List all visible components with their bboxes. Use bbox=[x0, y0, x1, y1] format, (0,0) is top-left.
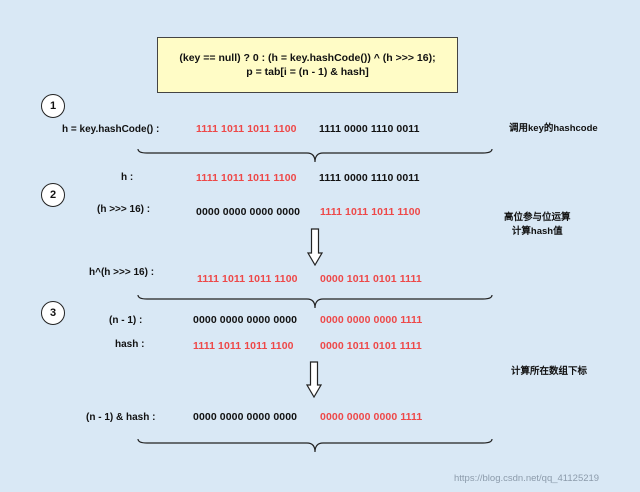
hash-high-bits: 1111 1011 1011 1100 bbox=[193, 340, 294, 352]
brace-3 bbox=[137, 438, 493, 453]
brace-1 bbox=[137, 148, 493, 163]
hash-label: hash : bbox=[115, 339, 145, 350]
n-minus-1-label: (n - 1) : bbox=[109, 315, 143, 326]
h-high-bits: 1111 1011 1011 1100 bbox=[196, 172, 297, 184]
h-label: h : bbox=[121, 172, 134, 183]
n-minus-1-high-bits: 0000 0000 0000 0000 bbox=[193, 314, 298, 326]
index-note: 计算所在数组下标 bbox=[511, 366, 588, 377]
shift-high-bits: 0000 0000 0000 0000 bbox=[196, 206, 301, 218]
shift-low-bits: 1111 1011 1011 1100 bbox=[320, 206, 421, 218]
result-high-bits: 0000 0000 0000 0000 bbox=[193, 411, 298, 423]
xor-low-bits: 0000 1011 0101 1111 bbox=[320, 273, 422, 285]
brace-2 bbox=[137, 294, 493, 309]
formula-line-1: (key == null) ? 0 : (h = key.hashCode())… bbox=[179, 52, 436, 64]
down-arrow-2-icon bbox=[306, 361, 322, 398]
hash-low-bits: 0000 1011 0101 1111 bbox=[320, 340, 422, 352]
xor-label: h^(h >>> 16) : bbox=[89, 267, 155, 278]
result-low-bits: 0000 0000 0000 1111 bbox=[320, 411, 423, 423]
hashcode-note: 调用key的hashcode bbox=[509, 123, 598, 134]
down-arrow-1-icon bbox=[307, 228, 323, 266]
xor-high-bits: 1111 1011 1011 1100 bbox=[197, 273, 298, 285]
hashcode-low-bits: 1111 0000 1110 0011 bbox=[319, 123, 420, 135]
step-1-circle: 1 bbox=[41, 94, 65, 118]
hashcode-label: h = key.hashCode() : bbox=[62, 124, 160, 135]
hashcode-high-bits: 1111 1011 1011 1100 bbox=[196, 123, 297, 135]
result-label: (n - 1) & hash : bbox=[86, 412, 156, 423]
step-3-circle: 3 bbox=[41, 301, 65, 325]
shift-label: (h >>> 16) : bbox=[97, 204, 151, 215]
formula-line-2: p = tab[i = (n - 1) & hash] bbox=[246, 66, 369, 78]
calc-hash-note-line-1: 高位参与位运算 bbox=[504, 212, 571, 223]
step-2-circle: 2 bbox=[41, 183, 65, 207]
formula-box: (key == null) ? 0 : (h = key.hashCode())… bbox=[157, 37, 458, 93]
calc-hash-note-line-2: 计算hash值 bbox=[511, 226, 563, 237]
calc-hash-note: 高位参与位运算 计算hash值 bbox=[504, 211, 571, 239]
watermark: https://blog.csdn.net/qq_41125219 bbox=[454, 473, 600, 484]
n-minus-1-low-bits: 0000 0000 0000 1111 bbox=[320, 314, 423, 326]
h-low-bits: 1111 0000 1110 0011 bbox=[319, 172, 420, 184]
